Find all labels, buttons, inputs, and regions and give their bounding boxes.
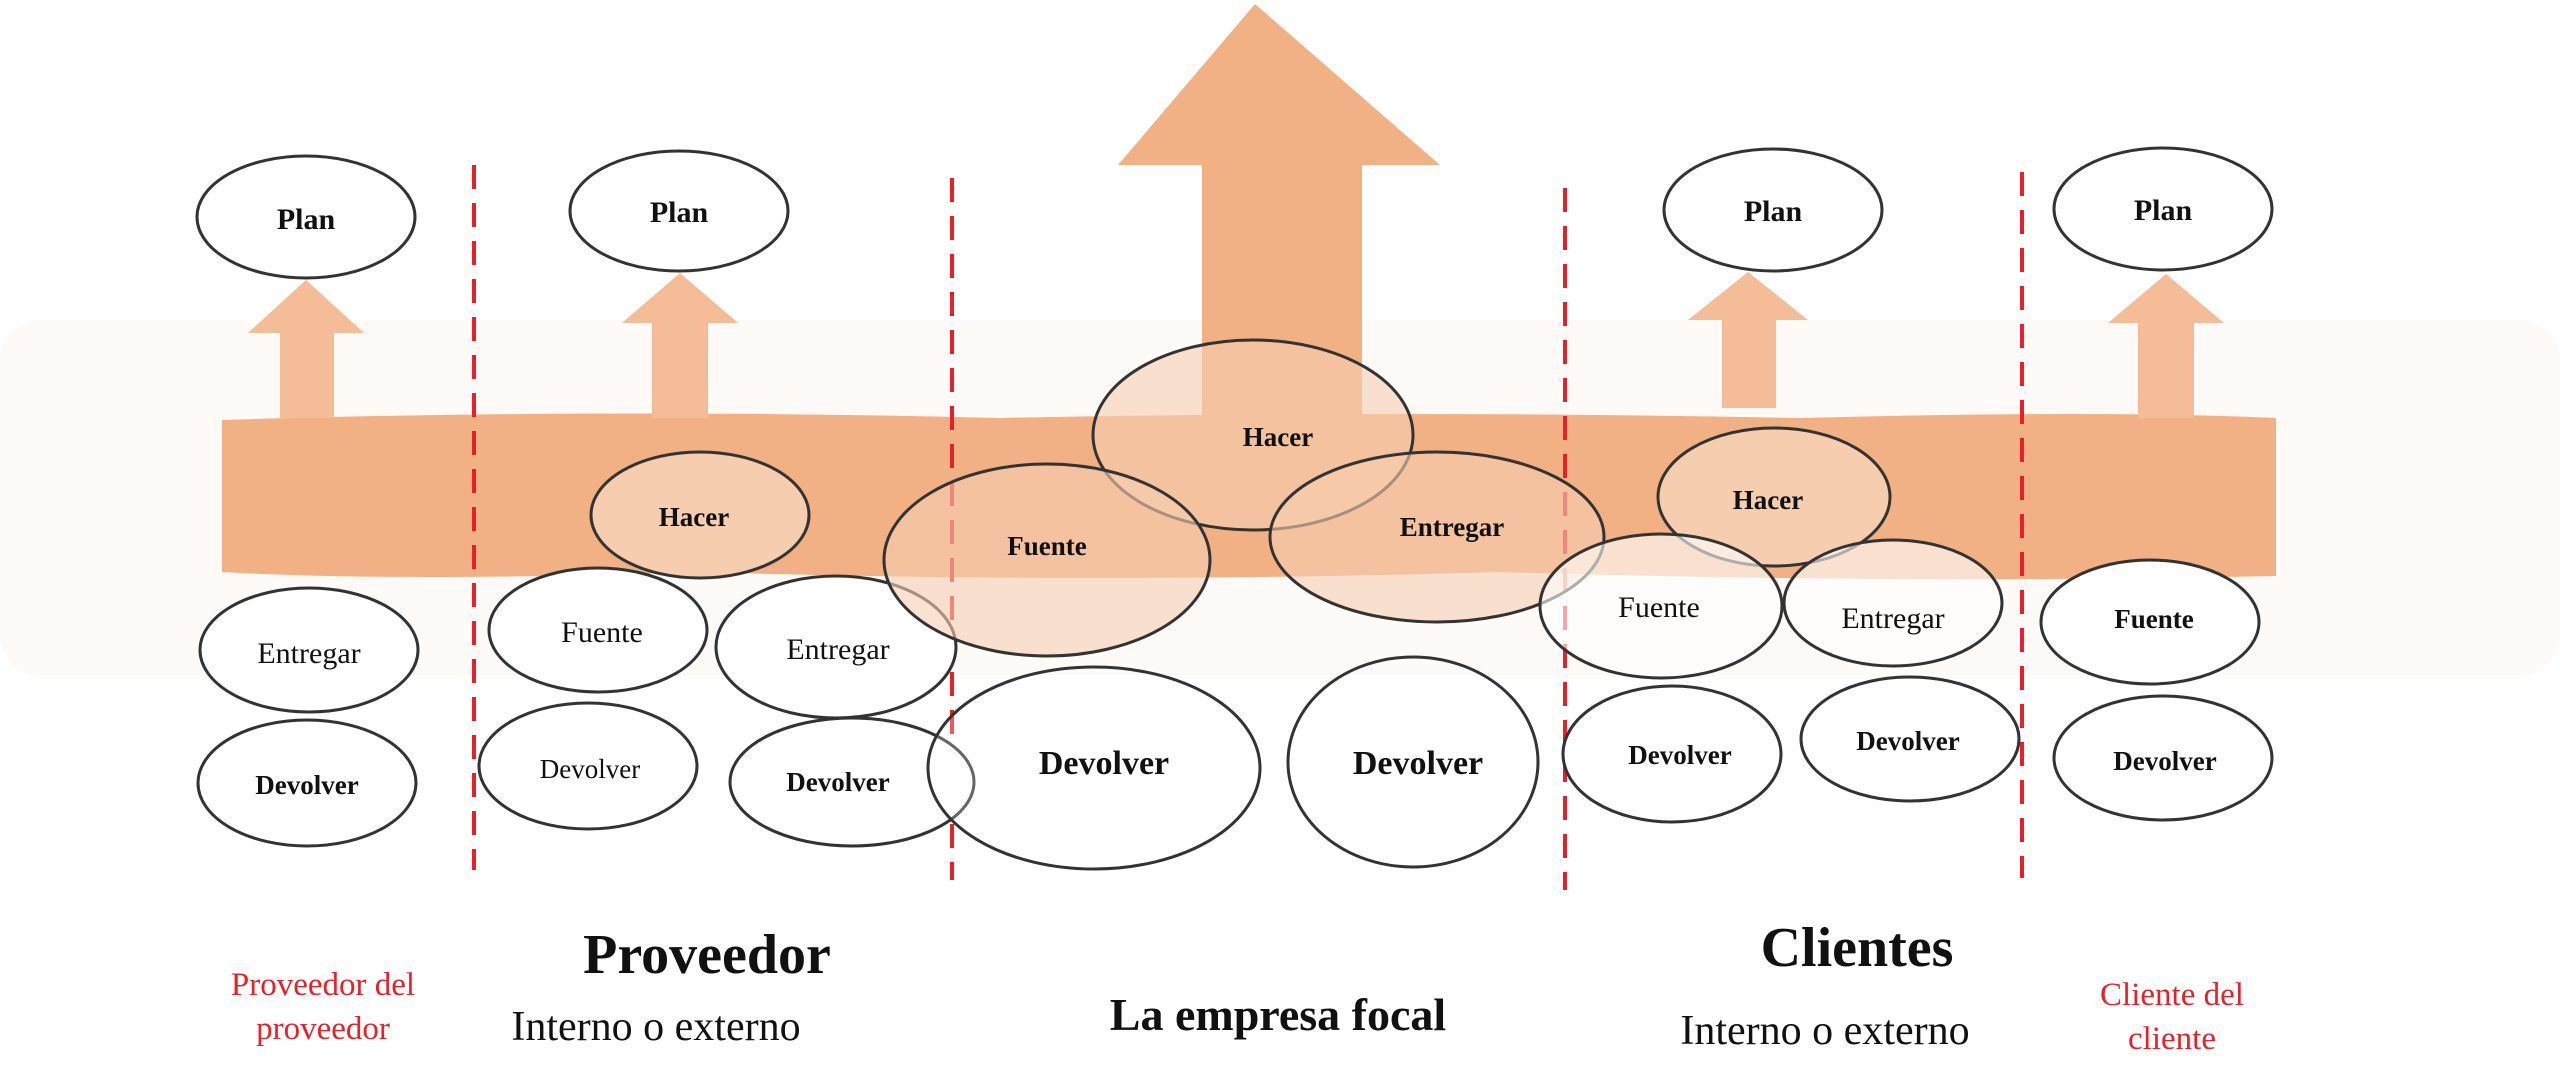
large-up-arrow-icon: [1118, 4, 1440, 420]
svg-text:Devolver: Devolver: [2113, 746, 2216, 776]
svg-text:Devolver: Devolver: [540, 754, 640, 784]
svg-text:Devolver: Devolver: [1856, 726, 1959, 756]
svg-text:Hacer: Hacer: [1243, 422, 1313, 452]
label-focal-company: La empresa focal: [1110, 989, 1446, 1040]
node-hacer: Hacer: [1656, 426, 1892, 568]
svg-text:Hacer: Hacer: [659, 502, 729, 532]
up-arrow-icon: [1688, 272, 1808, 408]
node-devolver: Devolver: [1799, 675, 2021, 803]
svg-text:Devolver: Devolver: [255, 770, 358, 800]
node-plan: Plan: [2052, 146, 2274, 272]
node-fuente: Fuente: [882, 462, 1212, 658]
label-supplier-of-supplier: proveedor: [256, 1011, 390, 1047]
node-devolver: Devolver: [728, 716, 976, 848]
label-customers-title: Clientes: [1761, 917, 1954, 979]
node-fuente: Fuente: [1538, 532, 1784, 680]
up-arrow-icon: [248, 280, 364, 418]
svg-text:Devolver: Devolver: [1353, 745, 1483, 782]
label-supplier-title: Proveedor: [583, 924, 831, 986]
up-arrow-icon: [622, 273, 738, 418]
svg-text:Plan: Plan: [2134, 194, 2193, 227]
svg-text:Fuente: Fuente: [2114, 604, 2194, 634]
svg-text:Plan: Plan: [1744, 195, 1803, 228]
svg-text:Hacer: Hacer: [1733, 485, 1803, 515]
node-fuente: Fuente: [2039, 558, 2261, 686]
node-devolver: Devolver: [2052, 694, 2274, 822]
svg-text:Entregar: Entregar: [786, 633, 889, 666]
svg-text:Plan: Plan: [277, 203, 336, 236]
svg-text:Fuente: Fuente: [1618, 591, 1700, 624]
svg-text:Devolver: Devolver: [1628, 740, 1731, 770]
node-entregar: Entregar: [1268, 450, 1606, 624]
node-entregar: Entregar: [198, 586, 420, 714]
svg-text:Devolver: Devolver: [1039, 745, 1169, 782]
svg-text:Devolver: Devolver: [786, 767, 889, 797]
node-hacer: Hacer: [589, 450, 811, 580]
svg-text:Entregar: Entregar: [1400, 512, 1504, 542]
node-plan: Plan: [568, 149, 790, 273]
node-devolver: Devolver: [1561, 684, 1783, 824]
node-devolver: Devolver: [477, 701, 699, 831]
label-customer-of-customer: cliente: [2128, 1021, 2216, 1057]
up-arrow-icon: [2108, 274, 2224, 418]
node-plan: Plan: [195, 154, 417, 280]
node-plan: Plan: [1662, 147, 1884, 273]
svg-text:Plan: Plan: [650, 196, 709, 229]
svg-text:Fuente: Fuente: [561, 616, 643, 649]
node-fuente: Fuente: [487, 566, 709, 694]
svg-text:Entregar: Entregar: [1841, 602, 1944, 635]
node-devolver: Devolver: [196, 718, 418, 848]
svg-text:Fuente: Fuente: [1007, 531, 1087, 561]
node-devolver: Devolver: [1286, 655, 1540, 869]
node-entregar: Entregar: [1782, 538, 2004, 668]
label-customer-of-customer: Cliente del: [2100, 977, 2244, 1013]
svg-text:Entregar: Entregar: [257, 637, 360, 670]
label-customers-subtitle: Interno o externo: [1680, 1008, 1969, 1054]
label-supplier-subtitle: Interno o externo: [511, 1004, 800, 1050]
node-devolver: Devolver: [926, 665, 1262, 871]
label-supplier-of-supplier: Proveedor del: [231, 967, 415, 1003]
